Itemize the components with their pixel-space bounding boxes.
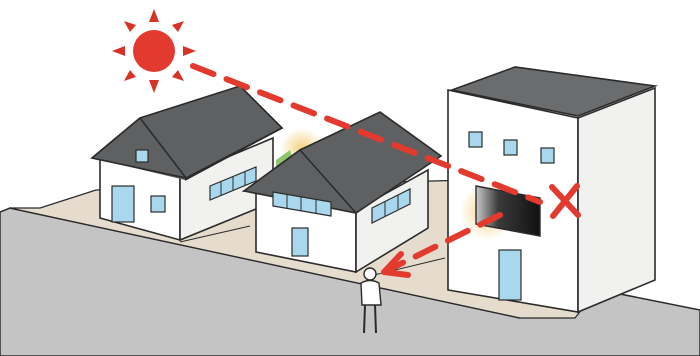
sun-icon xyxy=(112,9,196,93)
person-icon xyxy=(360,267,382,334)
reflected-ray-line xyxy=(381,212,503,278)
house-middle xyxy=(241,111,443,274)
sun-ray-line xyxy=(190,63,543,205)
building-tall xyxy=(447,66,659,314)
cross-mark-icon xyxy=(549,183,581,219)
house-left xyxy=(90,84,284,242)
